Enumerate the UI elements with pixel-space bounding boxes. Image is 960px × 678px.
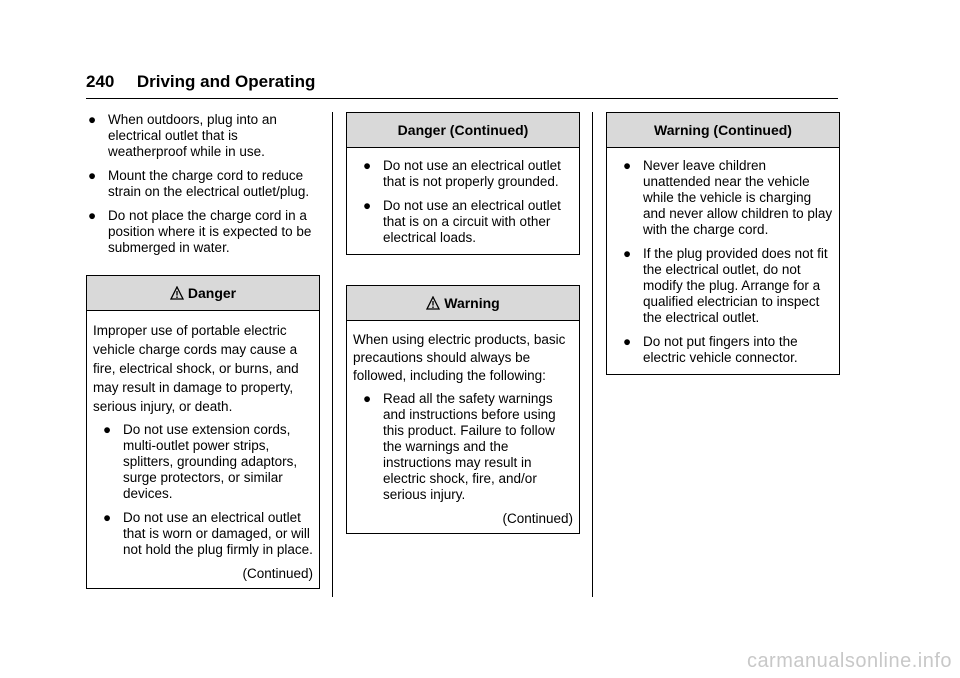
warning-continued-header: Warning (Continued) [607,113,839,148]
bullet-icon: ● [103,422,112,437]
danger-box-header: Danger [87,276,319,311]
danger-continued-body: ●Do not use an electrical outlet that is… [347,148,579,254]
list-item: ●Do not place the charge cord in a posit… [88,208,312,255]
warning-triangle-icon [426,296,441,310]
bullet-list: ●When outdoors, plug into an electrical … [88,112,320,256]
continued-label: (Continued) [242,566,313,581]
list-item: ●If the plug provided does not fit the e… [623,246,828,325]
header-divider [86,98,838,99]
warning-intro: When using electric products, basic prec… [353,332,566,383]
page-header: 240 Driving and Operating [86,72,838,92]
continued-label: (Continued) [502,511,573,526]
list-item: ●Do not use an electrical outlet that is… [363,158,561,189]
bullet-icon: ● [363,198,372,213]
bullet-icon: ● [363,158,372,173]
warning-title: Warning [444,295,500,311]
section-title: Driving and Operating [136,72,316,91]
page-number: 240 [86,72,115,91]
danger-continued-box: Danger (Continued) ●Do not use an electr… [346,112,580,255]
danger-title: Danger [187,285,237,301]
warning-continued-box: Warning (Continued) ●Never leave childre… [606,112,840,375]
bullet-icon: ● [363,391,372,406]
list-item: ●Do not use extension cords, multi-outle… [103,422,298,501]
list-item: ●Read all the safety warnings and instru… [363,391,556,502]
bullet-icon: ● [623,246,632,261]
bullet-icon: ● [103,510,112,525]
list-item: ●When outdoors, plug into an electrical … [88,112,277,159]
column-divider-2 [592,112,593,597]
danger-box-body: Improper use of portable electric vehicl… [87,311,319,588]
list-item: ●Do not put fingers into the electric ve… [623,334,798,365]
list-item: ●Do not use an electrical outlet that is… [363,198,561,245]
column-1: ●When outdoors, plug into an electrical … [88,112,320,264]
warning-box: Warning When using electric products, ba… [346,285,580,534]
list-item: ●Mount the charge cord to reduce strain … [88,168,310,199]
warning-box-body: When using electric products, basic prec… [347,321,579,533]
bullet-icon: ● [623,334,632,349]
list-item: ●Do not use an electrical outlet that is… [103,510,313,557]
danger-intro: Improper use of portable electric vehicl… [93,323,299,414]
bullet-list: ●Do not use extension cords, multi-outle… [103,422,313,558]
watermark: carmanualsonline.info [746,650,952,672]
bullet-icon: ● [88,208,97,223]
bullet-icon: ● [88,112,97,127]
list-item: ●Never leave children unattended near th… [623,158,833,237]
bullet-icon: ● [623,158,632,173]
bullet-list: ●Do not use an electrical outlet that is… [363,158,573,246]
bullet-list: ●Read all the safety warnings and instru… [363,391,573,503]
warning-continued-body: ●Never leave children unattended near th… [607,148,839,374]
danger-box: Danger Improper use of portable electric… [86,275,320,589]
bullet-list: ●Never leave children unattended near th… [623,158,833,366]
warning-box-header: Warning [347,286,579,321]
bullet-icon: ● [88,168,97,183]
warning-triangle-icon [169,286,184,300]
column-divider-1 [332,112,333,597]
danger-continued-header: Danger (Continued) [347,113,579,148]
